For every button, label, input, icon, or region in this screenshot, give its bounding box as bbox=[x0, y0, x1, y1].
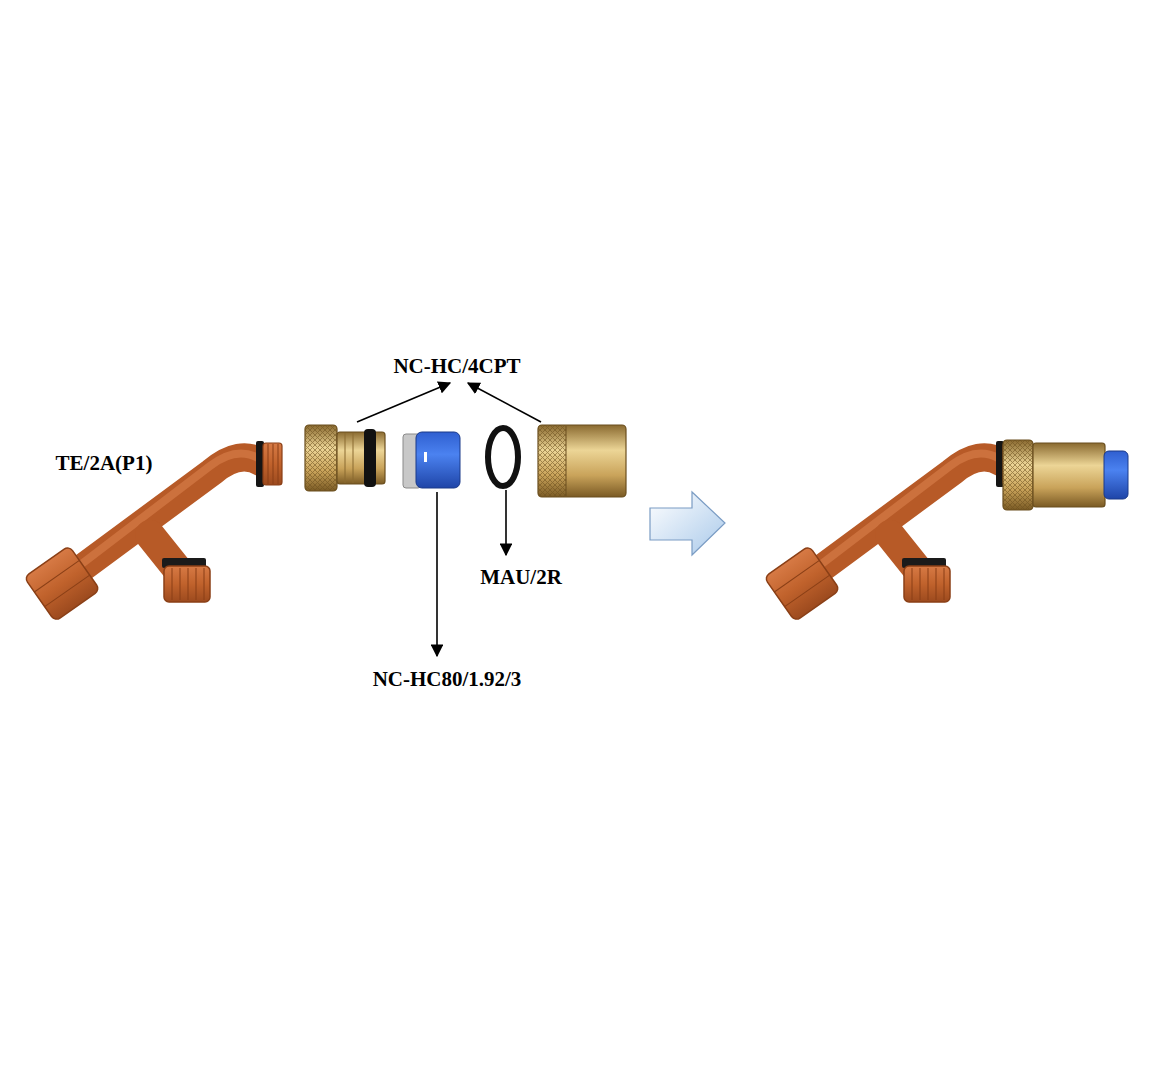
o-ring bbox=[488, 428, 518, 486]
tee-fitting bbox=[24, 441, 282, 621]
brass-sleeve bbox=[538, 425, 626, 497]
valve-cartridge bbox=[403, 432, 460, 488]
part-label: NC-HC/4CPT bbox=[393, 355, 520, 378]
leader-lines bbox=[357, 383, 541, 656]
assembled-fitting bbox=[764, 440, 1128, 621]
part-label: TE/2A(P1) bbox=[56, 452, 153, 475]
part-label: MAU/2R bbox=[480, 566, 562, 589]
assembly-arrow bbox=[650, 492, 725, 555]
part-label: NC-HC80/1.92/3 bbox=[373, 668, 522, 691]
brass-nut bbox=[305, 425, 385, 491]
